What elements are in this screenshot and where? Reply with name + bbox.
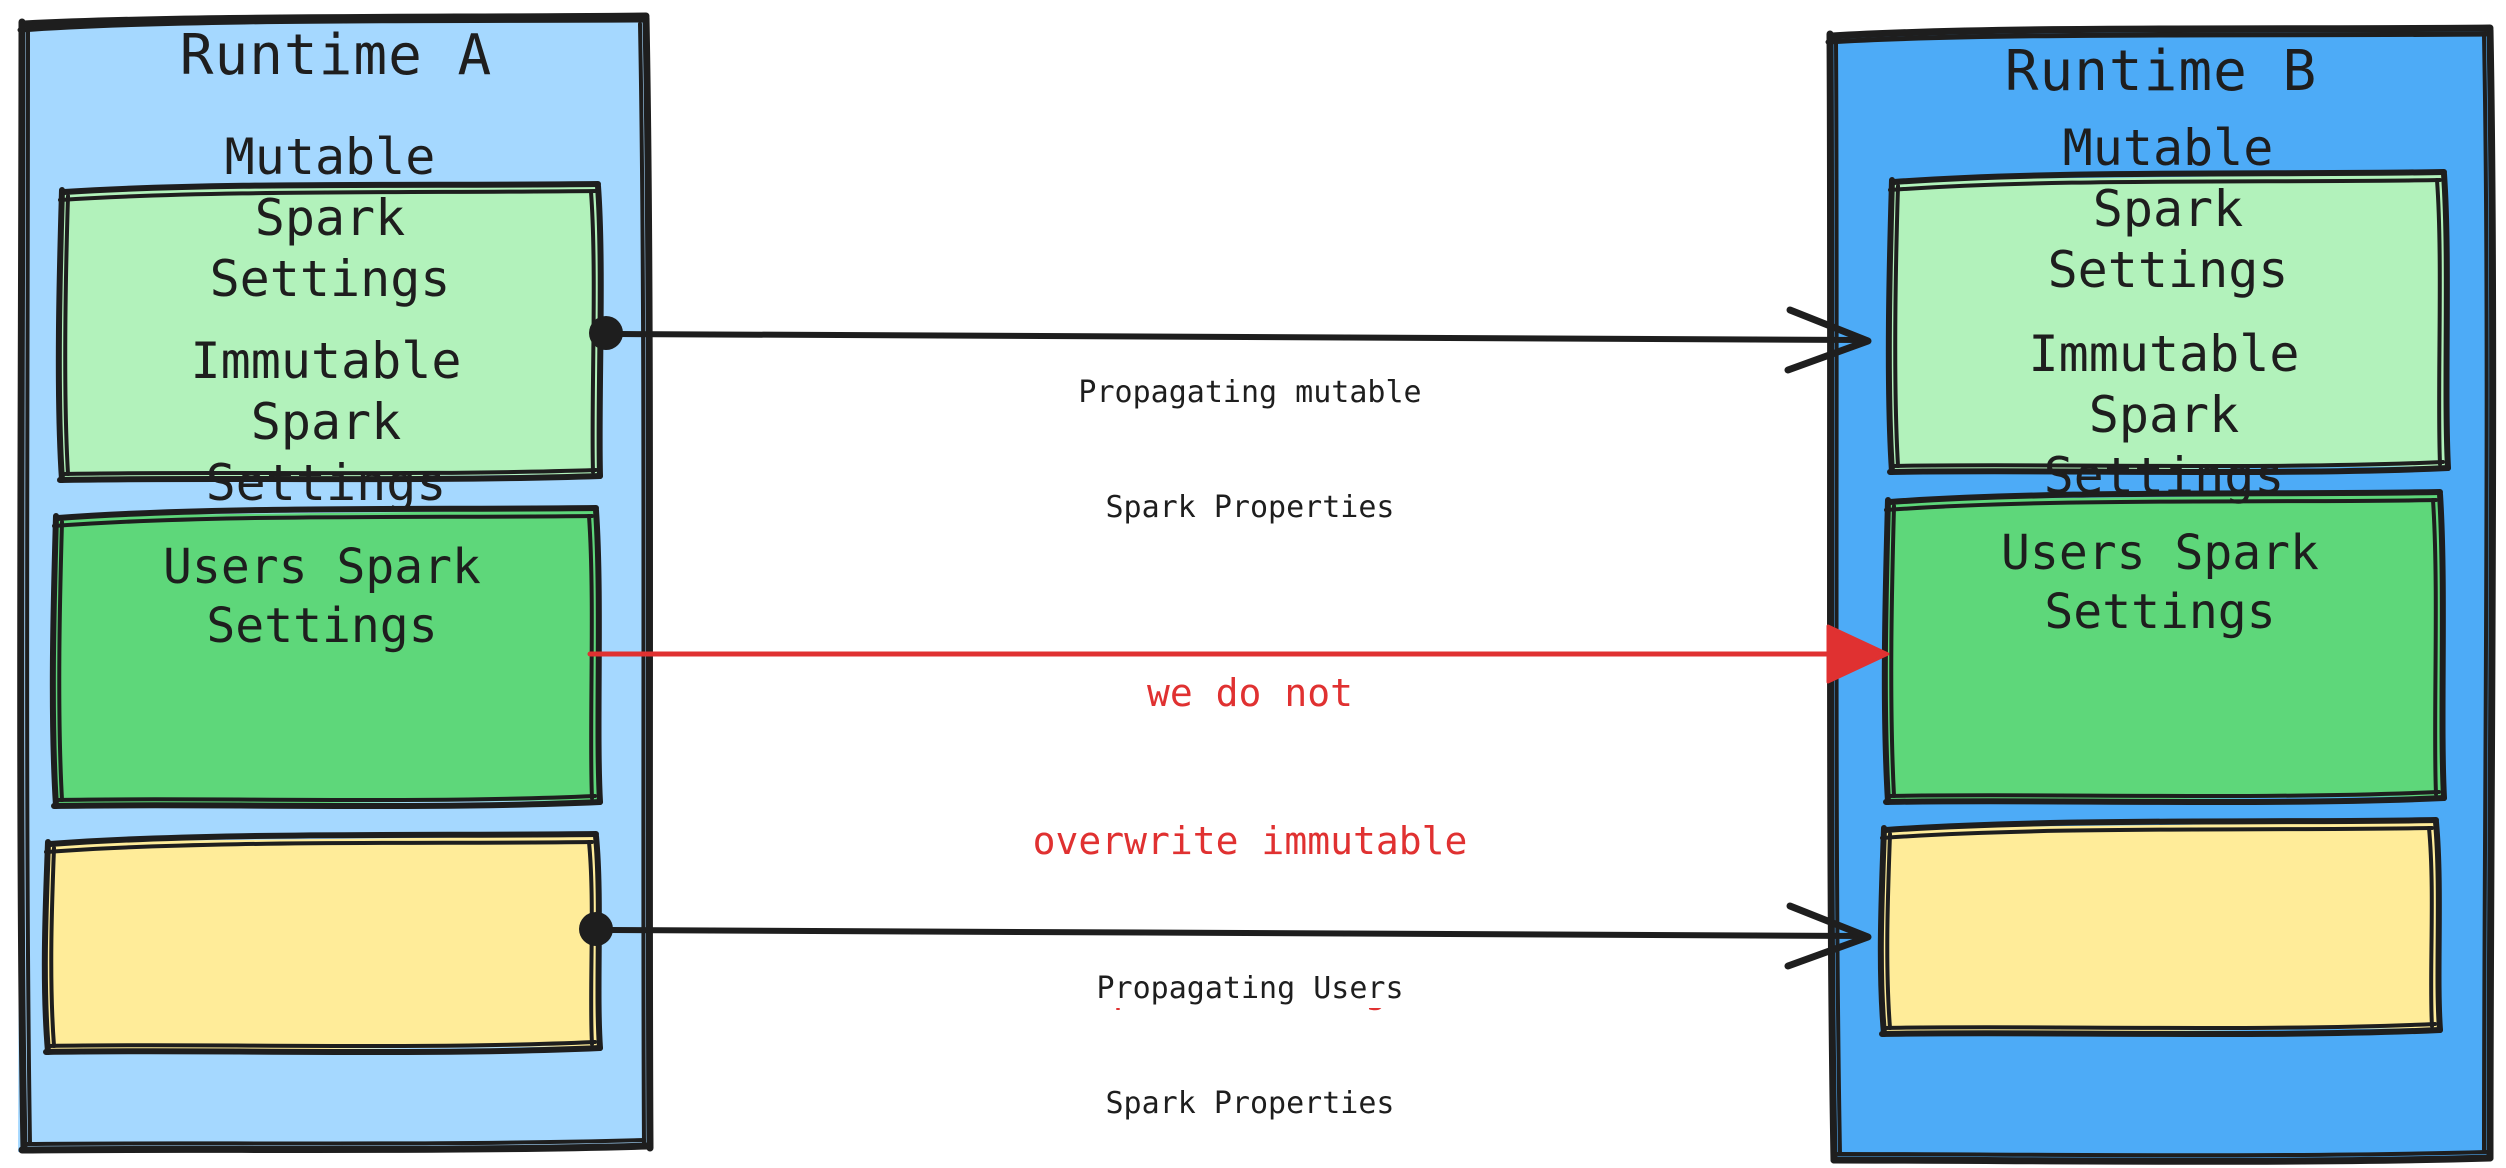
right-users-box[interactable]	[1877, 817, 2443, 1037]
right-immutable-box[interactable]	[1881, 489, 2447, 805]
left-mutable-box[interactable]	[55, 181, 604, 483]
left-immutable-box[interactable]	[49, 505, 603, 809]
left-users-box[interactable]	[41, 831, 603, 1055]
users-arrow[interactable]	[579, 902, 1872, 970]
mutable-arrow[interactable]	[589, 306, 1872, 374]
immutable-arrow[interactable]	[587, 624, 1890, 684]
right-mutable-box[interactable]	[1885, 169, 2451, 475]
